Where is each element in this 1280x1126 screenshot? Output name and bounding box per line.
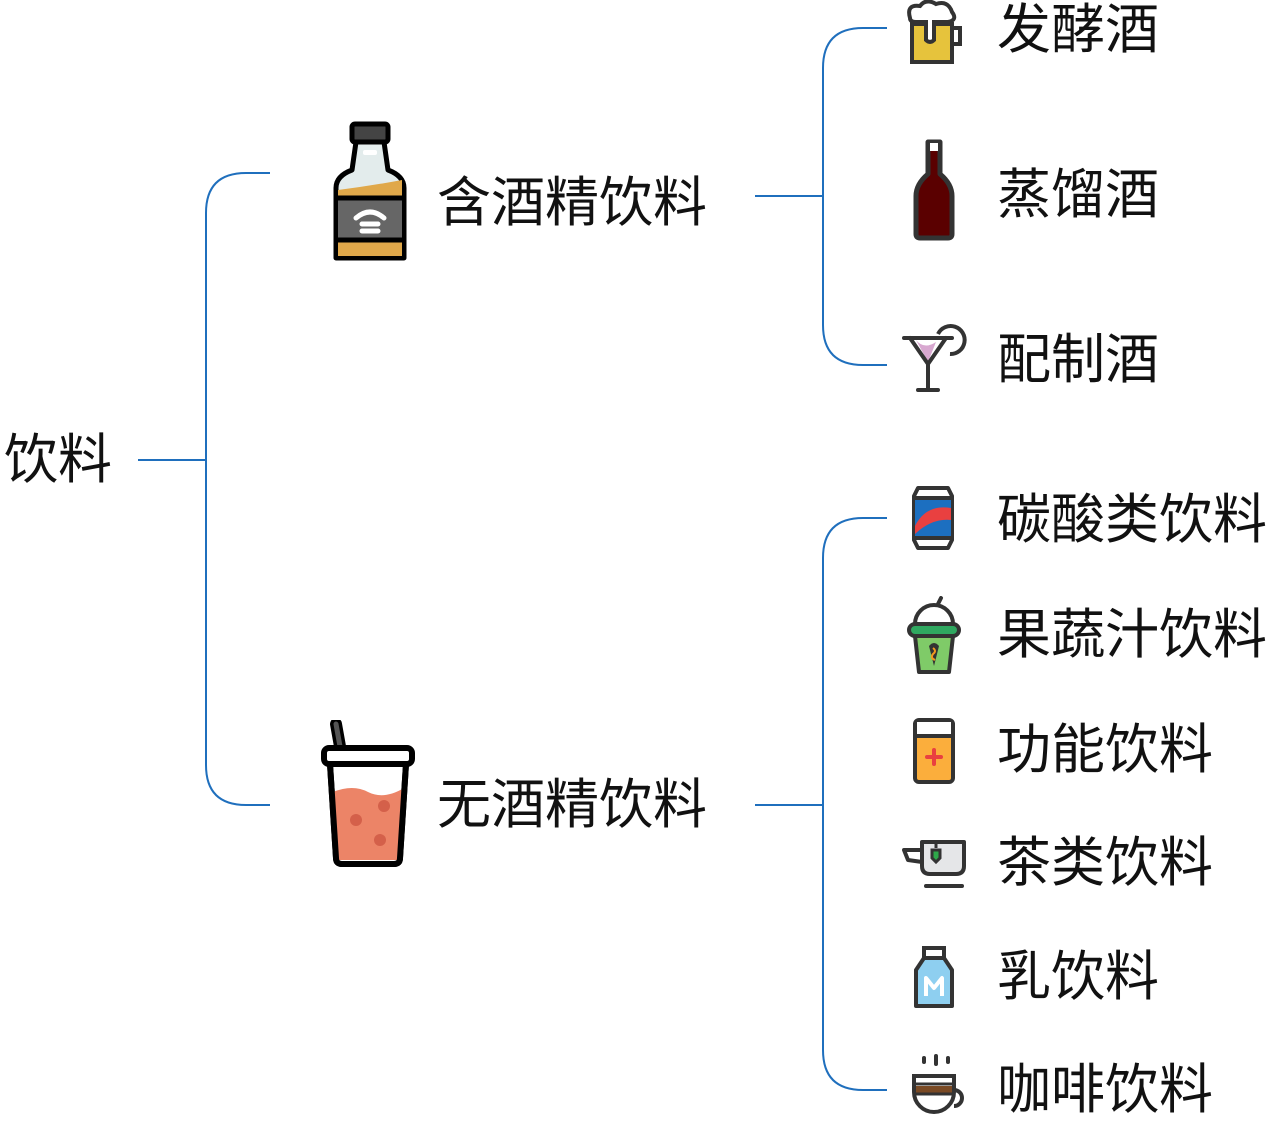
tea-cup-icon: [902, 840, 966, 888]
leaf-label-blended: 配制酒: [997, 328, 1159, 391]
milk-bottle-icon: [914, 946, 954, 1008]
leaf-label-juice: 果蔬汁饮料: [997, 603, 1267, 666]
liquor-bottle-icon: [333, 121, 407, 261]
juice-cup-icon: [907, 596, 961, 674]
wine-bottle-icon: [913, 139, 955, 241]
leaf-label-distilled: 蒸馏酒: [997, 163, 1159, 226]
energy-drink-icon: [913, 718, 955, 784]
branch-label-non-alcoholic: 无酒精饮料: [437, 773, 707, 836]
nonalcohol-connector: [755, 517, 887, 1091]
leaf-label-tea: 茶类饮料: [997, 831, 1213, 894]
root-connector: [138, 172, 270, 806]
bubble-tea-cup-icon: [321, 720, 415, 867]
soda-can-icon: [912, 486, 954, 550]
leaf-label-fermented: 发酵酒: [997, 0, 1159, 61]
cocktail-icon: [902, 324, 967, 392]
beer-mug-icon: [907, 0, 962, 64]
leaf-label-functional: 功能饮料: [997, 718, 1213, 781]
branch-label-alcoholic: 含酒精饮料: [437, 171, 707, 234]
leaf-label-milk: 乳饮料: [997, 945, 1159, 1008]
alcohol-connector: [755, 27, 887, 366]
leaf-label-carbonated: 碳酸类饮料: [997, 488, 1267, 551]
root-label: 饮料: [4, 428, 112, 491]
coffee-cup-icon: [912, 1054, 964, 1114]
leaf-label-coffee: 咖啡饮料: [997, 1058, 1213, 1121]
